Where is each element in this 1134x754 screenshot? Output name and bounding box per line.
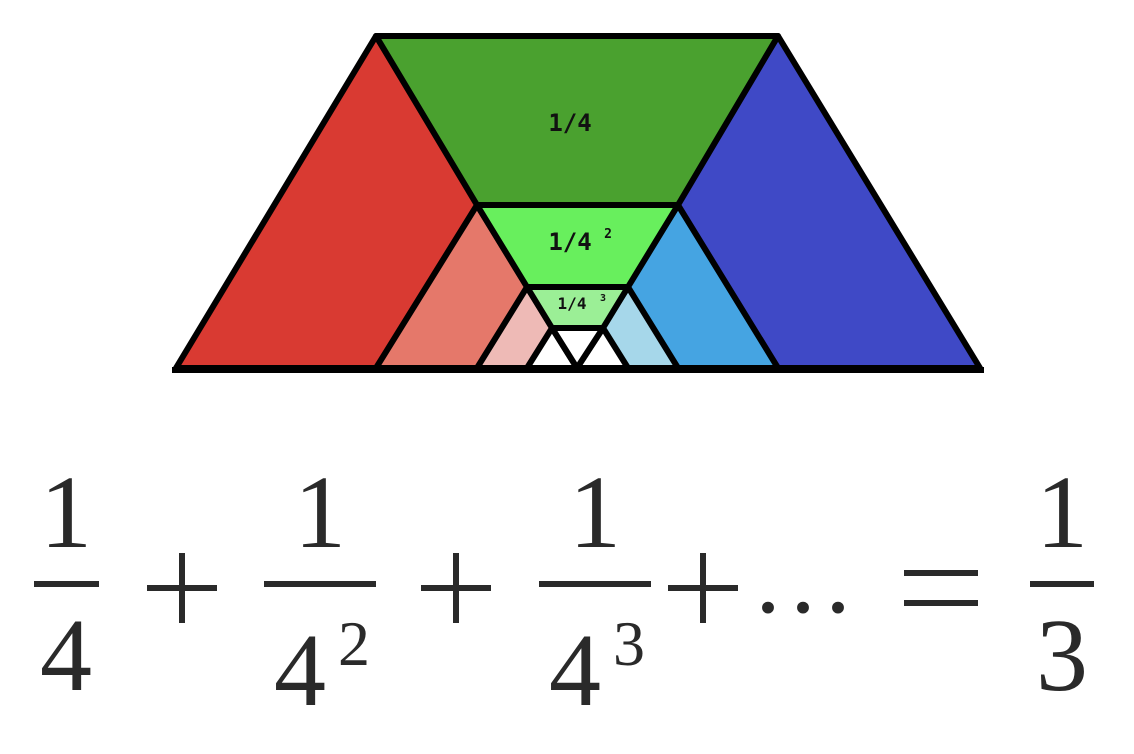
result-denominator: 3 <box>1036 598 1088 713</box>
term2-numerator: 1 <box>294 455 346 570</box>
result-numerator: 1 <box>1036 455 1088 570</box>
label-quarter-squared-exponent: 2 <box>604 227 612 242</box>
label-quarter-squared: 1/4 <box>548 228 591 256</box>
term3-denominator: 4 <box>549 613 601 728</box>
ellipsis: ... <box>756 523 861 634</box>
term3-numerator: 1 <box>569 455 621 570</box>
label-quarter: 1/4 <box>548 109 591 137</box>
triangle-dissection-diagram: 1/4 1/4 2 1/4 3 <box>172 33 984 373</box>
label-quarter-cubed-exponent: 3 <box>600 293 606 304</box>
term1-numerator: 1 <box>40 455 92 570</box>
term1-denominator: 4 <box>40 598 92 713</box>
geometric-series-equation: 1 4 1 4 2 1 4 3 ... 1 3 <box>34 455 1094 728</box>
term2-exponent: 2 <box>338 608 370 679</box>
term2-denominator: 4 <box>274 613 326 728</box>
term3-exponent: 3 <box>613 608 645 679</box>
tiny-center-triangle <box>549 325 606 371</box>
label-quarter-cubed: 1/4 <box>558 294 587 313</box>
